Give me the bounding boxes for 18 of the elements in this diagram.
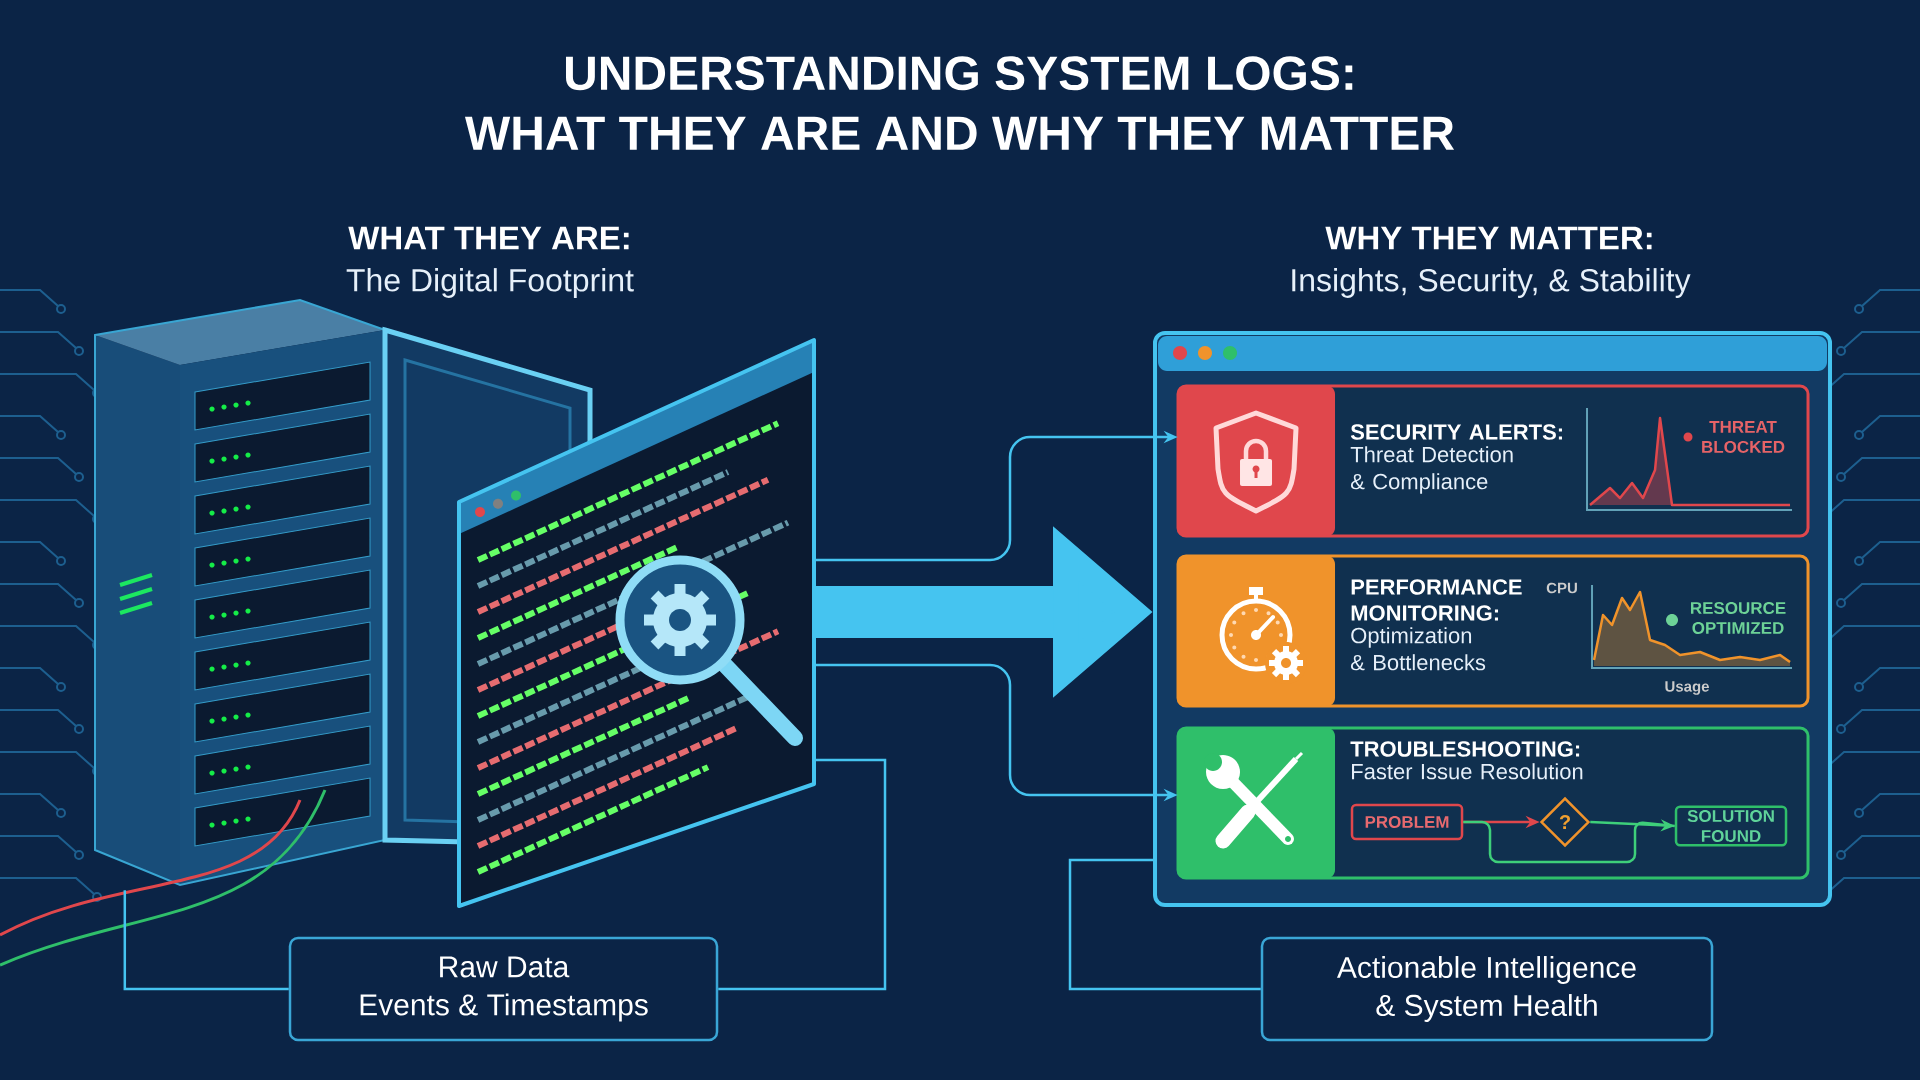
flow-box: SOLUTION FOUND (1674, 805, 1788, 847)
axis-label: CPU (1546, 582, 1577, 594)
flow-box: PROBLEM (1350, 803, 1464, 841)
title: UNDERSTANDING SYSTEM LOGS: WHAT THEY ARE AND WHY THEY MATTER (464, 56, 1455, 150)
connector-line (1463, 820, 1675, 864)
leader-line (123, 890, 289, 991)
chart-label: RESOURCE OPTIMIZED (1691, 602, 1786, 635)
chart-label: THREAT BLOCKED (1702, 421, 1785, 453)
leader-line (1068, 858, 1261, 991)
section-heading: WHAT THEY ARE: (348, 226, 629, 250)
axis-label: Usage (1665, 681, 1709, 695)
callout-box: Raw Data Events & Timestamps (288, 936, 719, 1042)
section-subheading: Insights, Security, & Stability (1292, 268, 1691, 298)
leader-line (718, 758, 887, 991)
section-heading: WHY THEY MATTER: (1325, 226, 1652, 250)
log-window-drawing (457, 338, 816, 908)
callout-box: Actionable Intelligence & System Health (1260, 936, 1714, 1042)
section-subheading: The Digital Footprint (346, 268, 634, 298)
